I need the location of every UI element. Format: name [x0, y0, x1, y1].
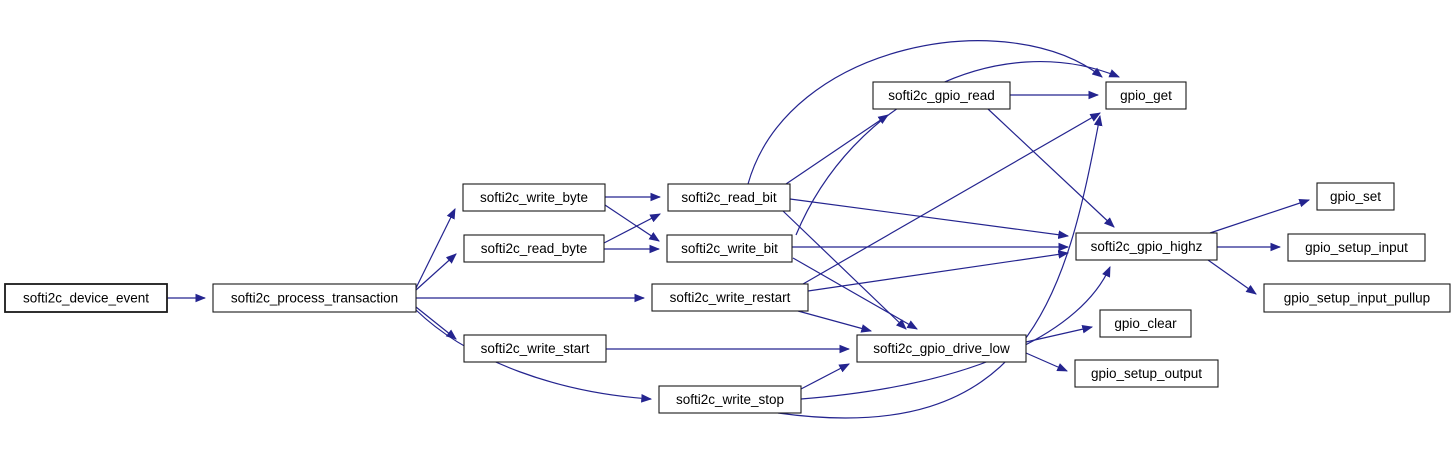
node-box-gpio_get[interactable] [1105, 81, 1187, 110]
node-softi2c_write_start[interactable]: softi2c_write_start [463, 334, 607, 363]
edge-softi2c_process_transaction-to-softi2c_read_byte [415, 253, 457, 291]
edge-softi2c_process_transaction-to-softi2c_write_start [415, 306, 457, 340]
node-label-softi2c_write_restart[interactable]: softi2c_write_restart [670, 290, 791, 305]
node-gpio_setup_output[interactable]: gpio_setup_output [1074, 359, 1219, 388]
node-box-softi2c_read_byte[interactable] [463, 234, 605, 263]
node-gpio_get[interactable]: gpio_get [1105, 81, 1187, 110]
node-label-softi2c_read_byte[interactable]: softi2c_read_byte [481, 241, 588, 256]
node-label-gpio_set[interactable]: gpio_set [1330, 189, 1381, 204]
node-gpio_setup_input[interactable]: gpio_setup_input [1287, 233, 1426, 262]
edge-softi2c_write_restart-to-softi2c_gpio_highz [807, 250, 1070, 292]
node-label-softi2c_device_event[interactable]: softi2c_device_event [23, 291, 149, 306]
node-softi2c_gpio_read[interactable]: softi2c_gpio_read [872, 81, 1011, 110]
node-label-softi2c_write_stop[interactable]: softi2c_write_stop [676, 392, 784, 407]
node-label-softi2c_write_bit[interactable]: softi2c_write_bit [681, 241, 778, 256]
node-softi2c_write_bit[interactable]: softi2c_write_bit [666, 234, 793, 263]
node-box-gpio_setup_input[interactable] [1287, 233, 1426, 262]
node-label-gpio_setup_input[interactable]: gpio_setup_input [1305, 240, 1408, 255]
node-label-softi2c_write_byte[interactable]: softi2c_write_byte [480, 190, 588, 205]
node-box-softi2c_write_stop[interactable] [658, 385, 802, 414]
node-softi2c_write_stop[interactable]: softi2c_write_stop [658, 385, 802, 414]
edge-softi2c_gpio_drive_low-to-gpio_clear [1025, 324, 1094, 343]
edge-softi2c_process_transaction-to-softi2c_write_stop [415, 309, 653, 403]
node-gpio_set[interactable]: gpio_set [1316, 182, 1395, 211]
edge-softi2c_write_stop-to-gpio_get [777, 114, 1103, 419]
edge-softi2c_read_bit-to-softi2c_gpio_read [785, 114, 889, 185]
node-box-softi2c_device_event[interactable] [4, 283, 168, 313]
node-label-gpio_setup_input_pullup[interactable]: gpio_setup_input_pullup [1284, 291, 1430, 306]
node-box-gpio_clear[interactable] [1099, 309, 1192, 338]
node-gpio_clear[interactable]: gpio_clear [1099, 309, 1192, 338]
edge-softi2c_read_byte-to-softi2c_read_bit [603, 213, 661, 244]
node-label-gpio_get[interactable]: gpio_get [1120, 88, 1172, 103]
node-label-softi2c_process_transaction[interactable]: softi2c_process_transaction [231, 291, 398, 306]
edge-softi2c_gpio_highz-to-gpio_setup_input_pullup [1207, 259, 1257, 295]
edge-softi2c_read_bit-to-gpio_get [747, 40, 1103, 185]
node-box-gpio_setup_output[interactable] [1074, 359, 1219, 388]
node-label-softi2c_write_start[interactable]: softi2c_write_start [481, 341, 590, 356]
node-box-softi2c_write_byte[interactable] [462, 183, 606, 212]
node-box-softi2c_read_bit[interactable] [667, 183, 791, 212]
edge-softi2c_read_bit-to-softi2c_gpio_highz [789, 198, 1070, 239]
edge-softi2c_write_restart-to-softi2c_gpio_drive_low [797, 310, 873, 333]
edge-softi2c_gpio_drive_low-to-gpio_setup_output [1025, 352, 1068, 372]
node-label-gpio_setup_output[interactable]: gpio_setup_output [1091, 366, 1202, 381]
node-softi2c_gpio_drive_low[interactable]: softi2c_gpio_drive_low [856, 334, 1027, 363]
edge-softi2c_write_byte-to-softi2c_write_bit [604, 204, 660, 242]
node-gpio_setup_input_pullup[interactable]: gpio_setup_input_pullup [1263, 283, 1451, 313]
node-box-softi2c_gpio_highz[interactable] [1075, 232, 1218, 261]
node-box-softi2c_write_bit[interactable] [666, 234, 793, 263]
edge-softi2c_gpio_read-to-softi2c_gpio_highz [987, 108, 1115, 228]
node-box-softi2c_write_restart[interactable] [651, 283, 809, 312]
node-softi2c_gpio_highz[interactable]: softi2c_gpio_highz [1075, 232, 1218, 261]
node-box-softi2c_process_transaction[interactable] [212, 283, 417, 313]
node-box-softi2c_write_start[interactable] [463, 334, 607, 363]
node-box-gpio_setup_input_pullup[interactable] [1263, 283, 1451, 313]
node-box-softi2c_gpio_drive_low[interactable] [856, 334, 1027, 363]
node-label-gpio_clear[interactable]: gpio_clear [1114, 316, 1177, 331]
edge-softi2c_write_stop-to-softi2c_gpio_drive_low [800, 363, 850, 390]
node-label-softi2c_gpio_highz[interactable]: softi2c_gpio_highz [1091, 239, 1203, 254]
edge-softi2c_write_restart-to-gpio_get [802, 112, 1101, 285]
node-softi2c_read_byte[interactable]: softi2c_read_byte [463, 234, 605, 263]
node-softi2c_device_event[interactable]: softi2c_device_event [4, 283, 168, 313]
edge-softi2c_write_bit-to-softi2c_gpio_drive_low [792, 257, 918, 330]
node-box-softi2c_gpio_read[interactable] [872, 81, 1011, 110]
edge-softi2c_read_bit-to-softi2c_gpio_drive_low [782, 210, 907, 330]
node-label-softi2c_read_bit[interactable]: softi2c_read_bit [681, 190, 777, 205]
edge-softi2c_process_transaction-to-softi2c_write_byte [415, 208, 456, 289]
node-softi2c_write_restart[interactable]: softi2c_write_restart [651, 283, 809, 312]
node-box-gpio_set[interactable] [1316, 182, 1395, 211]
node-softi2c_read_bit[interactable]: softi2c_read_bit [667, 183, 791, 212]
node-softi2c_process_transaction[interactable]: softi2c_process_transaction [212, 283, 417, 313]
node-label-softi2c_gpio_read[interactable]: softi2c_gpio_read [888, 88, 995, 103]
node-softi2c_write_byte[interactable]: softi2c_write_byte [462, 183, 606, 212]
node-label-softi2c_gpio_drive_low[interactable]: softi2c_gpio_drive_low [873, 341, 1010, 356]
edge-softi2c_gpio_highz-to-gpio_set [1209, 198, 1311, 234]
